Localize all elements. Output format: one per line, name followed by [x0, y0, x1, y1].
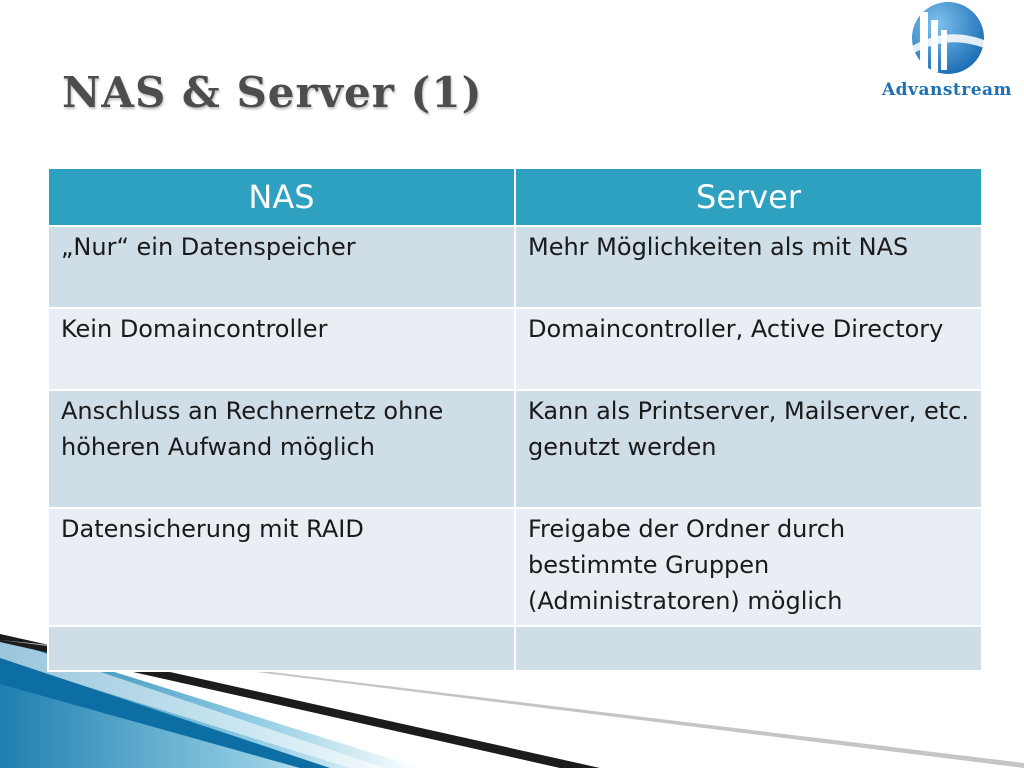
column-header-nas: NAS	[47, 167, 516, 227]
table-row: „Nur“ ein Datenspeicher Mehr Möglichkeit…	[47, 225, 983, 309]
table-cell-nas: Anschluss an Rechnernetz ohne höheren Au…	[47, 389, 516, 509]
table-cell-server: Freigabe der Ordner durch bestimmte Grup…	[514, 507, 983, 627]
table-empty-cell	[47, 625, 516, 672]
table-cell-nas: Kein Domaincontroller	[47, 307, 516, 391]
column-header-server: Server	[514, 167, 983, 227]
table-row: Anschluss an Rechnernetz ohne höheren Au…	[47, 389, 983, 509]
table-row: Datensicherung mit RAID Freigabe der Ord…	[47, 507, 983, 627]
table-empty-row	[47, 625, 983, 672]
logo-wordmark: Advanstream	[881, 80, 1013, 100]
table-cell-server: Domaincontroller, Active Directory	[514, 307, 983, 391]
table-cell-server: Mehr Möglichkeiten als mit NAS	[514, 225, 983, 309]
table-cell-server: Kann als Printserver, Mailserver, etc. g…	[514, 389, 983, 509]
table-cell-nas: „Nur“ ein Datenspeicher	[47, 225, 516, 309]
table-header-row: NAS Server	[47, 167, 983, 227]
globe-bars-logo-icon	[912, 2, 984, 74]
table-row: Kein Domaincontroller Domaincontroller, …	[47, 307, 983, 391]
table-cell-nas: Datensicherung mit RAID	[47, 507, 516, 627]
comparison-table: NAS Server „Nur“ ein Datenspeicher Mehr …	[47, 167, 983, 672]
slide-title: NAS & Server (1)	[62, 68, 483, 117]
table-empty-cell	[514, 625, 983, 672]
